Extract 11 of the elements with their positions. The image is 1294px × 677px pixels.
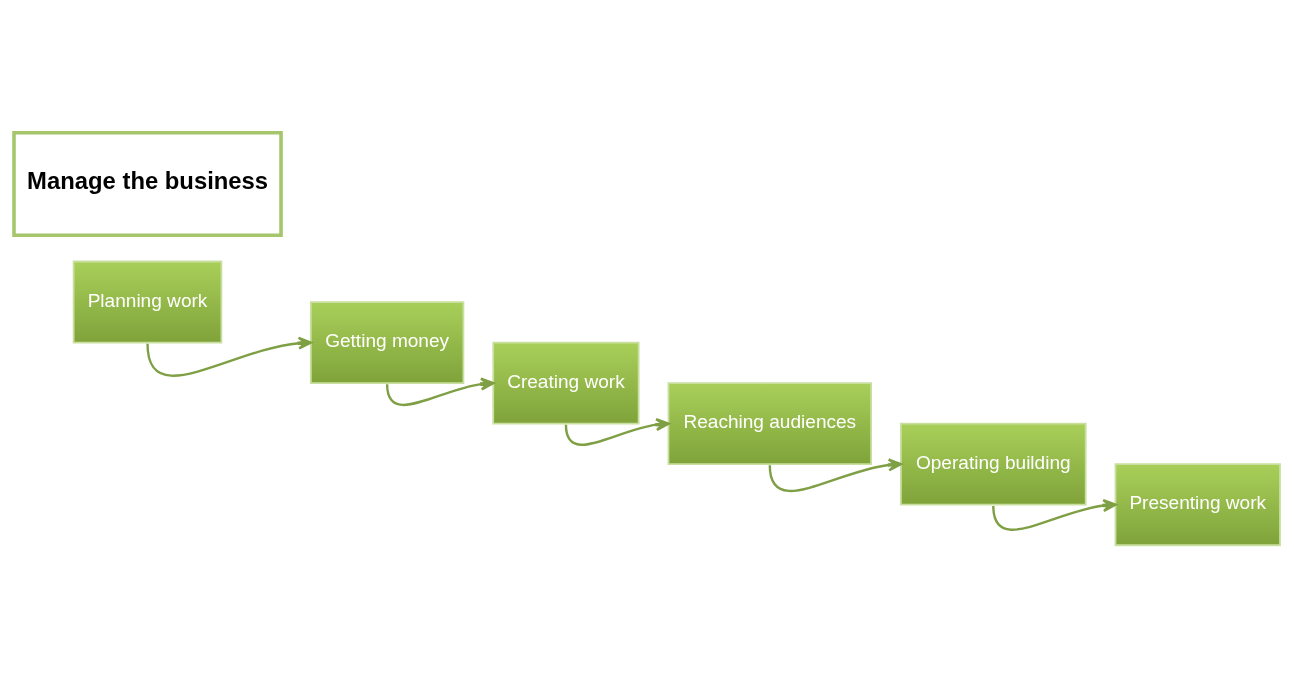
node-box: Planning work	[72, 260, 223, 343]
arrow	[768, 457, 903, 492]
node-box: Creating work	[492, 341, 640, 425]
arrow	[146, 336, 312, 377]
node-box: Getting money	[309, 300, 465, 384]
node-box: Manage the business	[12, 130, 283, 237]
arrow	[992, 498, 1117, 531]
node-box: Reaching audiences	[667, 381, 872, 465]
node-box: Operating building	[900, 422, 1087, 506]
arrow	[385, 377, 495, 406]
node-box: Presenting work	[1114, 462, 1281, 546]
